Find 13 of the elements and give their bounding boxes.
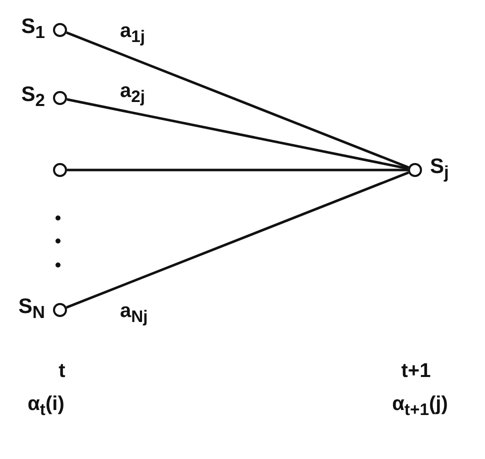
- state-label: S$_{j}$: [430, 155, 449, 185]
- state-label: S$_{N}$: [18, 295, 45, 325]
- time-label: t: [58, 360, 66, 383]
- state-node: [408, 158, 449, 182]
- state-label: S$_{1}$: [21, 15, 45, 45]
- connector-line: [66, 98, 408, 170]
- connector-line: [67, 168, 408, 172]
- state-label: S$_{2}$: [21, 83, 45, 113]
- time-label: α$_{t+1}$(j): [392, 393, 448, 420]
- connector-line: [66, 171, 409, 309]
- connector-line: [66, 31, 409, 169]
- time-label: t+1: [401, 360, 431, 383]
- time-label: α$_{t}$(i): [28, 393, 64, 420]
